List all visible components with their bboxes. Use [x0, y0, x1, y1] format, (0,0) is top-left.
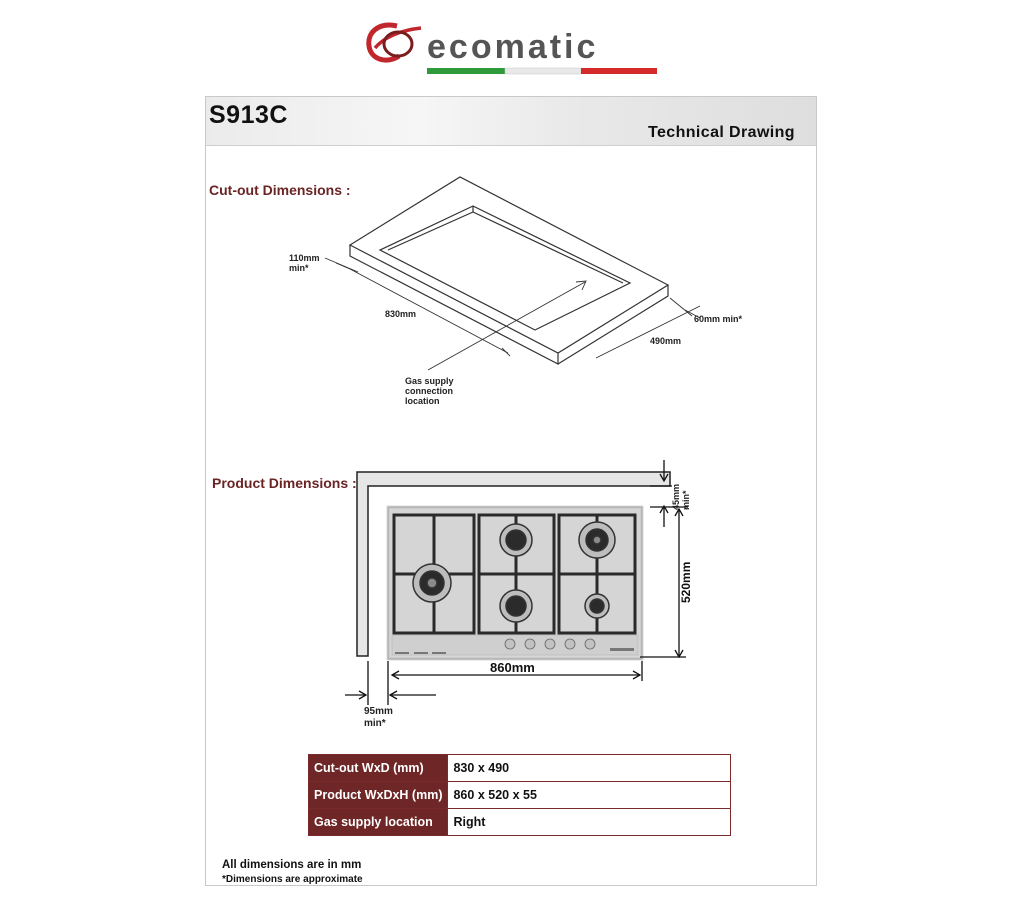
cutout-isometric-drawing — [324, 176, 701, 371]
document-frame — [205, 96, 817, 886]
header-bar — [206, 97, 816, 146]
product-top-clearance-suffix: min* — [681, 490, 691, 510]
specs-row-gas: Gas supply location Right — [307, 808, 732, 836]
drawing-type-label: Technical Drawing — [648, 124, 795, 141]
specs-label-cutout: Cut-out WxD (mm) — [307, 754, 449, 782]
specs-value-gas: Right — [447, 808, 732, 836]
specs-value-cutout: 830 x 490 — [447, 754, 732, 782]
gas-supply-line2: connection — [405, 386, 454, 396]
cutout-depth-min-label: 110mm min* — [289, 253, 320, 273]
cutout-depth-min-value: 110mm — [289, 253, 320, 263]
product-section-title: Product Dimensions : — [212, 475, 357, 491]
product-side-clearance-suffix: min* — [364, 718, 386, 729]
product-dimension-drawing — [345, 460, 688, 705]
specs-label-gas: Gas supply location — [307, 808, 449, 836]
specs-row-cutout: Cut-out WxD (mm) 830 x 490 — [307, 754, 732, 782]
product-top-clearance-label: 45mm min* — [671, 480, 691, 510]
specs-value-product: 860 x 520 x 55 — [447, 781, 732, 809]
specs-row-product: Product WxDxH (mm) 860 x 520 x 55 — [307, 781, 732, 809]
gas-supply-line3: location — [405, 396, 440, 406]
brand-logo: ecomatic — [365, 18, 665, 80]
note-units: All dimensions are in mm — [222, 859, 362, 871]
cutout-width-label: 830mm — [385, 309, 417, 319]
cutout-section-title: Cut-out Dimensions : — [209, 182, 351, 198]
gas-supply-line1: Gas supply — [405, 376, 454, 386]
cutout-side-min-label: 60mm min* — [694, 314, 743, 324]
note-approximate: *Dimensions are approximate — [222, 874, 363, 885]
product-depth-label: 520mm — [679, 561, 693, 603]
cutout-depth-label: 490mm — [650, 336, 682, 346]
model-number: S913C — [209, 101, 288, 129]
specs-table: Cut-out WxD (mm) 830 x 490 Product WxDxH… — [307, 754, 732, 836]
brand-name: ecomatic — [427, 28, 598, 66]
product-top-clearance-value: 45mm — [671, 483, 681, 510]
specs-label-product: Product WxDxH (mm) — [307, 781, 449, 809]
ecomatic-logo-icon: ecomatic — [366, 22, 657, 75]
cutout-depth-min-suffix: min* — [289, 263, 309, 273]
product-side-clearance-value: 95mm — [364, 706, 393, 717]
gas-supply-label: Gas supply connection location — [405, 376, 454, 406]
product-side-clearance-label: 95mm min* — [364, 706, 393, 730]
product-width-label: 860mm — [490, 660, 535, 675]
